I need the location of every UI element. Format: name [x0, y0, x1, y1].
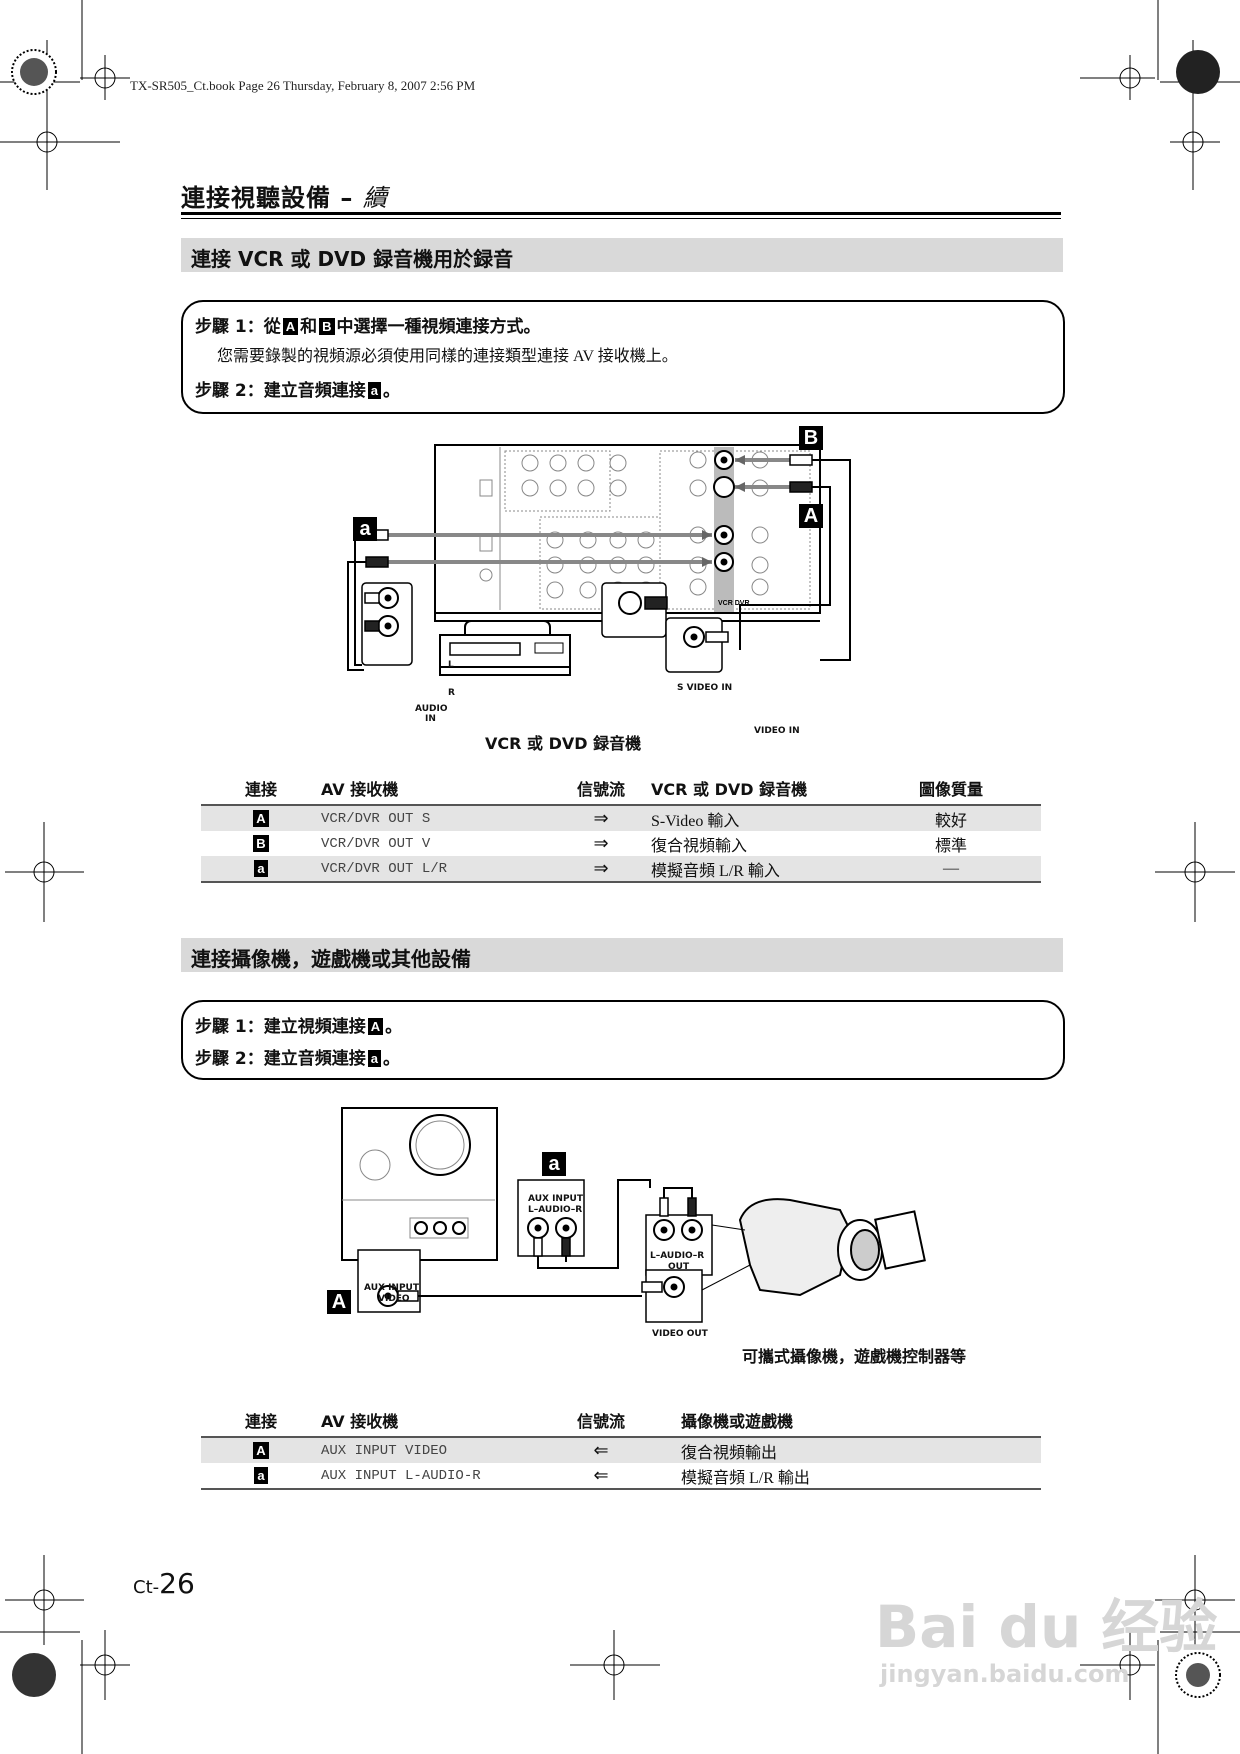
row-badge: A: [253, 809, 269, 827]
col-header-signal: 信號流: [551, 1404, 651, 1438]
camcorder-connection-table: 連接 AV 接收機 信號流 攝像機或遊戲機 A AUX INPUT VIDEO …: [201, 1404, 1041, 1490]
badge-A-large: A: [327, 1290, 351, 1314]
table-row: A VCR/DVR OUT S ⇒ S-Video 輸入 較好: [201, 805, 1041, 831]
laudio-out-label-2: OUT: [668, 1262, 690, 1272]
badge-A: A: [367, 1018, 384, 1035]
row-badge: B: [253, 834, 269, 852]
aux-audio-label-2: L–AUDIO–R: [528, 1205, 583, 1215]
table-row: a AUX INPUT L-AUDIO-R ⇐ 模擬音頻 L/R 輸出: [201, 1463, 1041, 1490]
audio-in-label-2: IN: [425, 714, 436, 724]
baidu-watermark-url: jingyan.baidu.com: [880, 1660, 1130, 1688]
table-row: a VCR/DVR OUT L/R ⇒ 模擬音頻 L/R 輸入 —: [201, 856, 1041, 883]
step1-note: 您需要錄製的視頻源必須使用同樣的連接類型連接 AV 接收機上。: [217, 348, 678, 365]
svideo-in-label: S VIDEO IN: [677, 683, 733, 693]
row-badge: a: [254, 1466, 268, 1484]
row-badge: a: [254, 859, 268, 877]
baidu-watermark: Bai du 经验: [875, 1593, 1218, 1661]
table-row: B VCR/DVR OUT V ⇒ 復合視頻輸入 標準: [201, 831, 1041, 856]
print-header: TX-SR505_Ct.book Page 26 Thursday, Febru…: [130, 78, 476, 93]
badge-B: B: [319, 318, 335, 335]
audio-R-label: R: [448, 688, 455, 698]
col-header-quality: 圖像質量: [861, 772, 1041, 806]
badge-a: a: [367, 1050, 381, 1067]
page-number: Ct-26: [133, 1567, 195, 1600]
badge-a: a: [367, 382, 381, 399]
vcr-connection-table: 連接 AV 接收機 信號流 VCR 或 DVD 録音機 圖像質量 A VCR/D…: [201, 772, 1041, 883]
row-badge: A: [253, 1441, 269, 1459]
camcorder-device-label: 可攜式攝像機，遊戲機控制器等: [742, 1347, 967, 1366]
col-header-device: 攝像機或遊戲機: [651, 1404, 1041, 1438]
col-header-device: VCR 或 DVD 録音機: [651, 772, 861, 806]
aux-video-label-1: AUX INPUT: [364, 1283, 419, 1293]
aux-audio-label-1: AUX INPUT: [528, 1194, 583, 1204]
title-rule: [181, 212, 1061, 215]
video-out-label: VIDEO OUT: [652, 1329, 708, 1339]
col-header-connection: 連接: [201, 1404, 321, 1438]
laudio-out-label-1: L–AUDIO–R: [650, 1251, 705, 1261]
table-row: A AUX INPUT VIDEO ⇐ 復合視頻輸出: [201, 1437, 1041, 1463]
badge-a-large: a: [353, 517, 377, 541]
vcr-device-label: VCR 或 DVD 録音機: [485, 734, 642, 753]
section-heading-vcr: 連接 VCR 或 DVD 録音機用於録音: [181, 238, 1063, 272]
audio-in-label-1: AUDIO: [415, 704, 448, 714]
page-title: 連接視聽設備 – 續: [181, 184, 388, 212]
camcorder-connection-diagram: [341, 1107, 926, 1323]
audio-L-label: L: [448, 660, 454, 670]
badge-A: A: [282, 318, 299, 335]
badge-a-large: a: [542, 1152, 566, 1176]
aux-video-label-2: VIDEO: [378, 1294, 410, 1304]
vcr-dvr-label: VCR DVR: [718, 600, 750, 607]
col-header-signal: 信號流: [551, 772, 651, 806]
badge-B-large: B: [799, 426, 823, 450]
video-in-label: VIDEO IN: [754, 726, 800, 736]
vcr-connection-diagram: VCR DVR: [347, 444, 851, 676]
section-heading-camcorder: 連接攝像機，遊戲機或其他設備: [181, 938, 1063, 972]
badge-A-large: A: [799, 504, 823, 528]
col-header-connection: 連接: [201, 772, 321, 806]
col-header-receiver: AV 接收機: [321, 772, 551, 806]
title-rule-thin: [181, 218, 1061, 219]
col-header-receiver: AV 接收機: [321, 1404, 551, 1438]
